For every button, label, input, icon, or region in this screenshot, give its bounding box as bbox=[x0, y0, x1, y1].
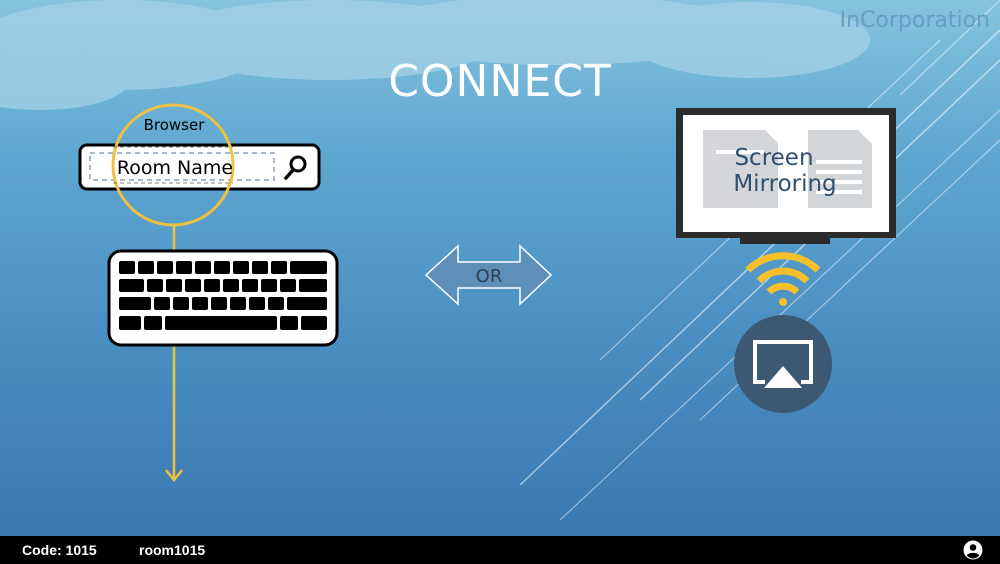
tv-icon: Screen Mirroring bbox=[676, 108, 896, 244]
wifi-icon bbox=[745, 252, 821, 306]
or-label: OR bbox=[476, 266, 503, 287]
browser-search-box bbox=[78, 143, 321, 191]
brand-label: InCorporation bbox=[839, 8, 990, 33]
double-arrow-icon: OR bbox=[424, 244, 553, 306]
magnifier-highlight: Browser Room Name bbox=[111, 103, 235, 227]
search-icon[interactable] bbox=[284, 155, 307, 180]
airplay-icon[interactable] bbox=[734, 315, 832, 413]
browser-label: Browser bbox=[144, 116, 206, 134]
slide-title: CONNECT bbox=[388, 56, 612, 107]
room-name-placeholder: Room Name bbox=[117, 157, 233, 179]
cloud-decoration bbox=[0, 0, 870, 110]
user-icon[interactable] bbox=[963, 540, 983, 560]
slide-canvas: Browser Room Name bbox=[0, 0, 896, 483]
room-name-field[interactable] bbox=[89, 152, 275, 181]
keyboard-icon bbox=[107, 249, 339, 347]
slide-stage: Browser Room Name bbox=[0, 0, 1000, 536]
bottom-status-bar: Code: 1015 room1015 bbox=[0, 536, 1000, 564]
session-code: Code: 1015 bbox=[22, 542, 97, 558]
screen-label-line1: Screen bbox=[734, 145, 813, 171]
room-id: room1015 bbox=[139, 542, 206, 558]
screen-label-line2: Mirroring bbox=[733, 171, 836, 197]
